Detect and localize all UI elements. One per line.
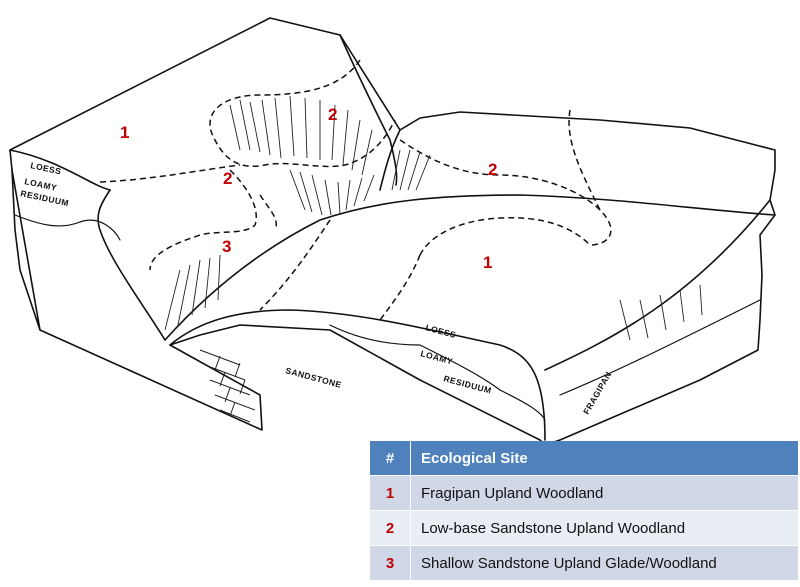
bedrock-boundary-left (14, 214, 121, 241)
legend-row: 2 Low-base Sandstone Upland Woodland (370, 510, 798, 546)
block-outline (9, 17, 776, 446)
legend-row-num: 2 (370, 510, 411, 546)
legend-row-site: Shallow Sandstone Upland Glade/Woodland (410, 545, 798, 580)
slope-hachure-right (391, 149, 431, 191)
right-ridge (379, 129, 401, 191)
valley-surface-curve (164, 194, 776, 341)
upper-ridge (339, 34, 398, 186)
legend-row: 1 Fragipan Upland Woodland (370, 475, 798, 511)
layer-label-sandstone: SANDSTONE (284, 365, 342, 390)
legend-header-site: Ecological Site (410, 441, 798, 476)
legend-row-num: 3 (370, 545, 411, 580)
slope-hachure-valley (289, 169, 375, 216)
sandstone-bricks (199, 349, 256, 423)
boundary-3-left (259, 194, 277, 231)
site-labels: 1 2 2 3 2 1 (120, 105, 497, 272)
layer-label-residuum-front: RESIDUUM (442, 373, 492, 395)
layer-label-fragipan: FRAGIPAN (581, 370, 614, 416)
boundary-valley-right (379, 254, 421, 321)
bedrock-boundary-front (329, 324, 546, 421)
left-ridge-edge (9, 149, 111, 191)
boundary-valley-center (259, 219, 331, 311)
legend-row-site: Low-base Sandstone Upland Woodland (410, 510, 798, 546)
layer-label-loess-front: LOESS (424, 322, 457, 340)
boundary-right-vertical (568, 109, 601, 211)
legend-header-num: # (370, 441, 411, 476)
site-label-3: 3 (222, 237, 231, 256)
left-plateau-edge (97, 189, 166, 341)
bedrock-boundary-right (559, 299, 761, 396)
slope-hachure-right-block (619, 284, 703, 341)
valley-floor (169, 309, 546, 441)
layer-label-loess-left: LOESS (30, 160, 63, 176)
site-label-2-right: 2 (488, 160, 497, 179)
legend-header-row: # Ecological Site (370, 441, 798, 476)
legend-row-num: 1 (370, 475, 411, 511)
ecological-site-legend: # Ecological Site 1 Fragipan Upland Wood… (370, 441, 798, 580)
right-block-top-edge (544, 199, 771, 371)
layer-labels: LOESS LOAMY RESIDUUM LOESS LOAMY RESIDUU… (20, 160, 614, 416)
layer-label-residuum-left: RESIDUUM (20, 188, 70, 208)
layer-label-loamy-front: LOAMY (419, 348, 454, 366)
left-face-edge (11, 169, 41, 331)
site-label-2-top: 2 (328, 105, 337, 124)
site-label-1-right: 1 (483, 253, 492, 272)
slope-hachure-upper (229, 95, 373, 176)
legend-row: 3 Shallow Sandstone Upland Glade/Woodlan… (370, 545, 798, 580)
slope-hachure-left (164, 254, 221, 331)
boundary-left-upper (99, 164, 241, 183)
boundary-2-3 (149, 169, 257, 271)
legend-row-site: Fragipan Upland Woodland (410, 475, 798, 511)
boundary-right-upper (399, 139, 612, 246)
site-label-1-left: 1 (120, 123, 129, 142)
boundary-1-2-left (209, 59, 396, 168)
site-label-2-left: 2 (223, 169, 232, 188)
boundary-right-mid (419, 216, 591, 256)
